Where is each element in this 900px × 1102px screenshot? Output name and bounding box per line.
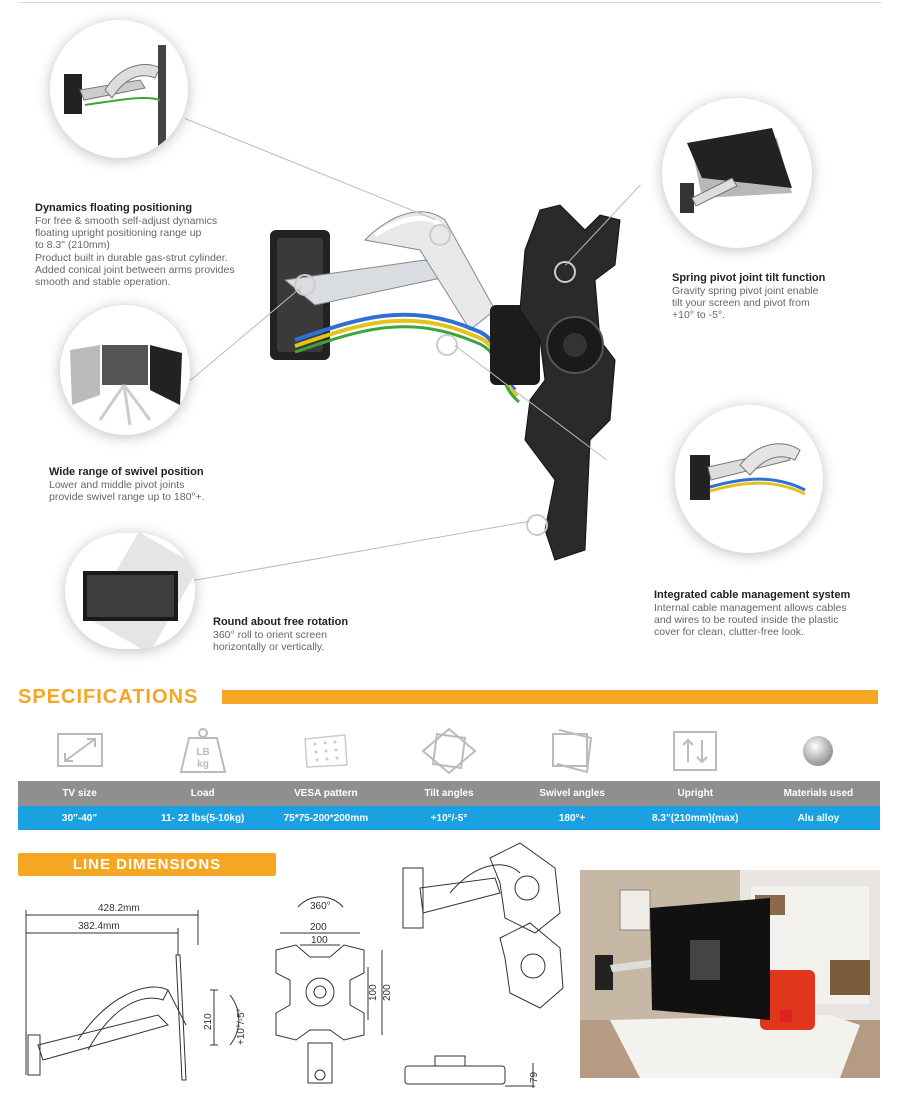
dim-side-inner: 382.4mm bbox=[78, 921, 120, 932]
feature-image-cable bbox=[675, 405, 823, 553]
vesa-icon bbox=[264, 722, 387, 780]
feature-desc-line: +10° to -5°. bbox=[672, 309, 726, 321]
spec-value: +10°/-5° bbox=[387, 806, 511, 830]
tilt-icon bbox=[387, 722, 510, 780]
feature-desc-line: provide swivel range up to 180°+. bbox=[49, 491, 205, 503]
specifications-bar bbox=[222, 690, 878, 704]
dim-vesa-inner-w: 100 bbox=[311, 935, 328, 946]
main-product-image bbox=[270, 204, 621, 561]
room-photo bbox=[580, 870, 880, 1078]
spec-value: Alu alloy bbox=[756, 806, 880, 830]
feature-desc-line: For free & smooth self-adjust dynamics bbox=[35, 215, 218, 227]
spec-value: 180°+ bbox=[510, 806, 634, 830]
feature-desc-line: Lower and middle pivot joints bbox=[49, 479, 185, 491]
dim-upright: 210 bbox=[203, 1013, 214, 1030]
spec-value: 11- 22 lbs(5-10kg) bbox=[141, 806, 265, 830]
feature-image-tilt bbox=[662, 98, 812, 248]
dim-vesa-outer-w: 200 bbox=[310, 922, 327, 933]
spec-value: 30"-40" bbox=[18, 806, 142, 830]
spec-table: TV size Load VESA pattern Tilt angles Sw… bbox=[18, 781, 880, 830]
dim-vesa-inner-h: 100 bbox=[368, 984, 379, 1001]
spec-header: VESA pattern bbox=[264, 781, 388, 806]
feature-image-rotation bbox=[65, 533, 195, 649]
swivel-icon bbox=[510, 722, 633, 780]
spec-icon-row: LB kg bbox=[18, 722, 880, 780]
feature-desc-line: Added conical joint between arms provide… bbox=[35, 264, 235, 276]
line-dimensions-heading: LINE DIMENSIONS bbox=[18, 853, 276, 876]
spec-value: 8.3"(210mm)(max) bbox=[633, 806, 757, 830]
dim-vesa-outer-h: 200 bbox=[382, 984, 393, 1001]
feature-image-swivel bbox=[60, 305, 190, 435]
weight-icon-label: kg bbox=[197, 759, 209, 770]
dim-tilt: +10°/-5° bbox=[236, 1008, 247, 1045]
feature-desc-line: and wires to be routed inside the plasti… bbox=[654, 614, 839, 626]
feature-desc-line: horizontally or vertically. bbox=[213, 641, 325, 653]
dim-side-total: 428.2mm bbox=[98, 903, 140, 914]
feature-rotation: Round about free rotation 360° roll to o… bbox=[213, 616, 413, 653]
feature-desc-line: Product built in durable gas-strut cylin… bbox=[35, 252, 228, 264]
weight-icon: LB kg bbox=[141, 722, 264, 780]
spec-header: TV size bbox=[18, 781, 142, 806]
feature-desc-line: tilt your screen and pivot from bbox=[672, 297, 810, 309]
feature-swivel: Wide range of swivel position Lower and … bbox=[49, 466, 269, 503]
feature-desc-line: cover for clean, clutter-free look. bbox=[654, 626, 804, 638]
dim-rotation: 360° bbox=[310, 901, 331, 912]
feature-dynamics: Dynamics floating positioning For free &… bbox=[35, 202, 265, 288]
spec-value: 75*75-200*200mm bbox=[264, 806, 388, 830]
feature-desc-line: 360° roll to orient screen bbox=[213, 629, 327, 641]
feature-desc-line: smooth and stable operation. bbox=[35, 276, 171, 288]
spec-value-row: 30"-40" 11- 22 lbs(5-10kg) 75*75-200*200… bbox=[18, 806, 880, 830]
spec-header: Upright bbox=[633, 781, 757, 806]
feature-cable: Integrated cable management system Inter… bbox=[654, 589, 884, 638]
feature-desc-line: to 8.3" (210mm) bbox=[35, 239, 110, 251]
weight-icon-label: LB bbox=[196, 747, 209, 758]
dim-plate-depth: 79 bbox=[529, 1071, 540, 1083]
spec-header: Materials used bbox=[756, 781, 880, 806]
feature-title: Dynamics floating positioning bbox=[35, 202, 193, 214]
material-icon bbox=[756, 722, 879, 780]
feature-title: Spring pivot joint tilt function bbox=[672, 272, 826, 284]
side-view-drawing: 428.2mm 382.4mm 210 +10°/-5° bbox=[25, 903, 247, 1081]
feature-tilt: Spring pivot joint tilt function Gravity… bbox=[672, 272, 882, 321]
feature-image-dynamics bbox=[50, 20, 188, 158]
feature-title: Round about free rotation bbox=[213, 616, 349, 628]
feature-desc-line: Internal cable management allows cables bbox=[654, 602, 847, 614]
tv-size-icon bbox=[18, 722, 141, 780]
feature-desc-line: Gravity spring pivot joint enable bbox=[672, 285, 819, 297]
spec-header: Load bbox=[141, 781, 265, 806]
specifications-heading: SPECIFICATIONS bbox=[18, 686, 199, 708]
spec-header: Tilt angles bbox=[387, 781, 511, 806]
feature-title: Wide range of swivel position bbox=[49, 466, 204, 478]
spec-header: Swivel angles bbox=[510, 781, 634, 806]
perspective-drawing: 79 bbox=[402, 842, 564, 1088]
feature-title: Integrated cable management system bbox=[654, 589, 851, 601]
upright-icon bbox=[633, 722, 756, 780]
feature-desc-line: floating upright positioning range up bbox=[35, 227, 202, 239]
front-view-drawing: 360° 200 100 100 200 bbox=[275, 896, 393, 1084]
top-divider bbox=[18, 2, 882, 3]
spec-header-row: TV size Load VESA pattern Tilt angles Sw… bbox=[18, 781, 880, 806]
